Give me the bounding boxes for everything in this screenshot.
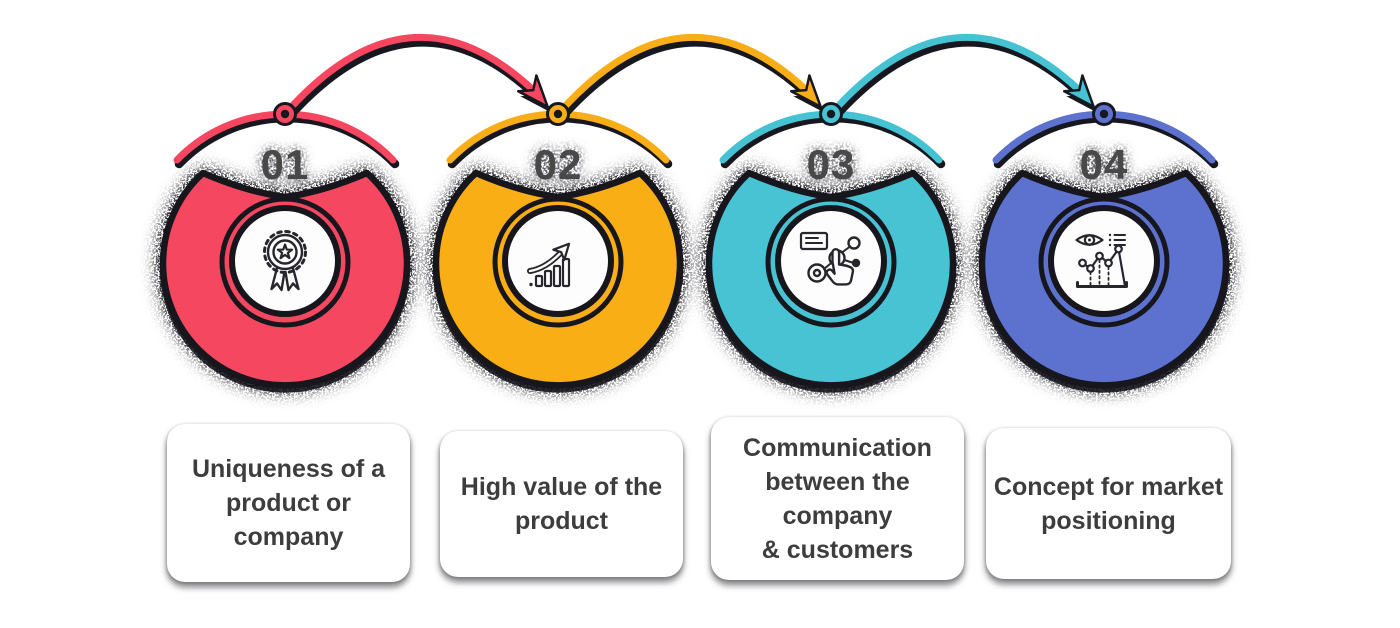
card-text-line: product or	[226, 489, 351, 517]
icon-disc-2	[502, 205, 614, 317]
award-ribbon-icon	[263, 230, 307, 292]
step-number-1: 01	[261, 141, 310, 188]
card-text-line: company	[233, 523, 344, 551]
market-analysis-chart-icon	[1075, 233, 1128, 288]
card-text-line: Communication	[743, 433, 932, 462]
step-unit-1: 01	[159, 110, 411, 389]
apex-node-4	[1092, 102, 1116, 126]
card-text-line: High value of the	[460, 473, 663, 501]
arrowhead-2-3	[790, 74, 822, 109]
apex-node-2	[546, 102, 570, 126]
step-card-1: Uniqueness of a product or company	[167, 424, 410, 582]
card-text-line: positioning	[1041, 506, 1176, 535]
step-number-4: 04	[1080, 141, 1129, 188]
step-card-2: High value of the product	[440, 431, 683, 577]
step-card-3: Communication between the company & cust…	[711, 417, 964, 580]
card-text-line: Uniqueness of a	[191, 455, 386, 483]
apex-node-3	[819, 102, 843, 126]
card-text-line: company	[782, 501, 893, 530]
connector-arrow-3-4	[827, 33, 1096, 124]
customer-interaction-icon	[799, 231, 861, 286]
step-number-2: 02	[534, 141, 583, 188]
card-text-line: Concept for market	[993, 472, 1224, 501]
step-circle-2	[432, 169, 684, 389]
connector-arrow-2-3	[554, 33, 823, 124]
growth-arrow-chart-icon	[527, 242, 571, 288]
inner-ring-1	[219, 196, 351, 328]
step-unit-3: 03	[705, 110, 957, 389]
step-number-3: 03	[807, 141, 856, 188]
step-circle-4	[978, 169, 1230, 389]
step-circle-1	[159, 169, 411, 389]
inner-ring-3	[765, 196, 897, 328]
inner-ring-2	[492, 196, 624, 328]
arrowhead-3-4	[1063, 74, 1095, 109]
connector-arrow-1-2	[281, 33, 550, 124]
step-card-4: Concept for market positioning	[986, 428, 1231, 579]
card-text-line: product	[514, 507, 609, 535]
steps-diagram: 01 02	[159, 33, 1230, 389]
icon-disc-1	[229, 205, 341, 317]
apex-node-1	[273, 102, 297, 126]
inner-ring-4	[1038, 196, 1170, 328]
arrowhead-1-2	[517, 74, 549, 109]
card-text-line: & customers	[761, 535, 914, 564]
step-unit-4: 04	[978, 110, 1230, 389]
step-unit-2: 02	[432, 110, 684, 389]
card-text-line: between the	[765, 467, 910, 496]
icon-disc-4	[1048, 205, 1160, 317]
